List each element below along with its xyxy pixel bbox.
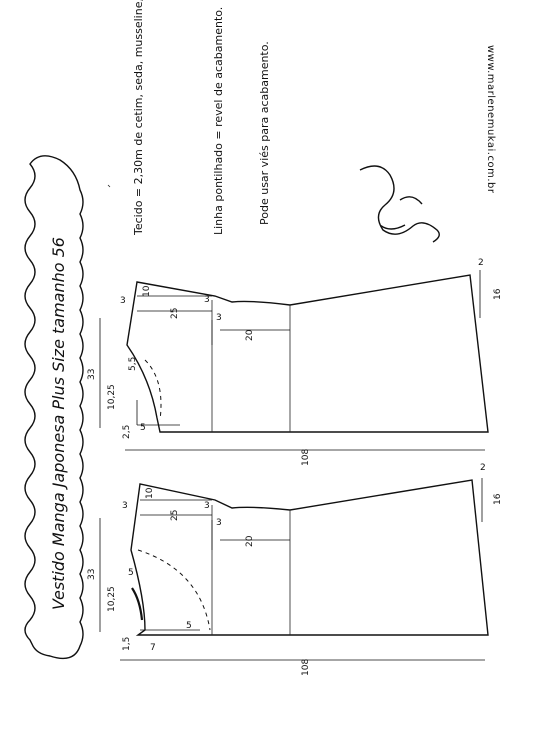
title-frame: Vestido Manga Japonesa Plus Size tamanho… [24,155,84,660]
top-shoulder-line: 10 [142,285,152,297]
bias-note: Pode usar viés para acabamento. [258,41,271,225]
top-shoulder-width: 25 [170,308,180,319]
top-neck: 5,5 [128,357,138,371]
top-right-top: 2 [478,258,484,268]
top-waist-right: 3 [216,313,222,323]
top-length: 108 [301,449,311,466]
fabric-note: Tecido = 2,30m de cetim, seda, musseline… [132,0,145,236]
top-height: 33 [87,369,97,380]
bottom-pattern-piece [99,478,489,661]
top-neck-curve: 10,25 [107,384,117,410]
top-dimension-labels: 3 10 3 3 25 20 33 10,25 5,5 5 2,5 108 2 … [87,258,503,466]
notes-block: Tecido = 2,30m de cetim, seda, musseline… [132,0,271,236]
bottom-neck-small: 5 [186,621,192,631]
pattern-title: Vestido Manga Japonesa Plus Size tamanho… [49,237,68,610]
top-hem: 2,5 [122,425,132,439]
top-right-width: 16 [493,288,503,300]
bottom-neck-curve: 10,25 [107,586,117,612]
top-shoulder-top: 3 [120,296,126,306]
bottom-waist-right: 3 [216,518,222,528]
bottom-chest-depth: 20 [245,535,255,547]
bottom-shoulder-line: 10 [145,487,155,499]
bottom-length: 108 [301,659,311,676]
bottom-neck: 5 [128,568,134,578]
bottom-armhole: 3 [204,501,210,511]
top-pattern-piece [99,270,489,451]
bottom-dimension-labels: 3 10 3 3 25 20 33 10,25 5 5 1,5 7 108 2 … [87,463,503,676]
bottom-right-top: 2 [480,463,486,473]
bottom-shoulder-top: 3 [122,501,128,511]
bottom-hem: 1,5 [122,637,132,651]
top-chest-depth: 20 [245,329,255,341]
bottom-height: 33 [87,569,97,580]
website-url: www.marlenemukai.com.br [485,45,496,194]
dotted-line-note: Linha pontilhado = revel de acabamento. [212,7,225,235]
signature-image [359,165,440,243]
bottom-shoulder-width: 25 [170,510,180,521]
bottom-hem-small: 7 [150,643,156,653]
top-neck-small: 5 [140,423,146,433]
bottom-right-width: 16 [493,493,503,505]
top-armhole: 3 [204,295,210,305]
